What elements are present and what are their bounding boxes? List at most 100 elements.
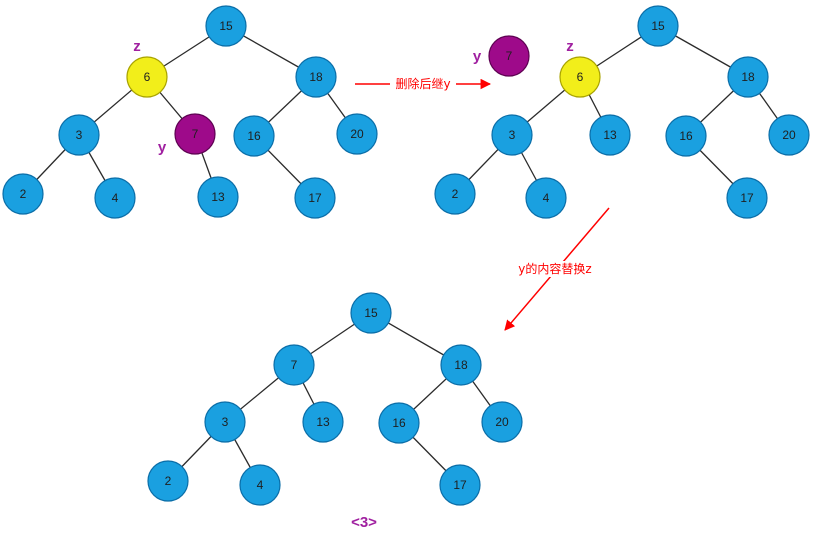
- node-label: 4: [257, 478, 264, 492]
- tree-node: 17: [439, 464, 481, 506]
- tree-node: 2: [434, 173, 476, 215]
- node-circle: [589, 114, 631, 156]
- node-circle: [525, 177, 567, 219]
- tree-before: 15 6 18 3 7 16 20 2: [2, 5, 378, 219]
- node-circle: [233, 115, 275, 157]
- z-marker: z: [133, 38, 141, 55]
- node-circle: [58, 114, 100, 156]
- y-node-circle: [174, 113, 216, 155]
- tree-node: 18: [295, 56, 337, 98]
- tree-result-edges: [167, 312, 503, 486]
- node-label: 17: [453, 478, 467, 492]
- node-label: 7: [192, 127, 199, 141]
- node-label: 4: [112, 191, 119, 205]
- tree-node: 15: [205, 5, 247, 47]
- tree-after-delete: 7 y z 15 6 18 3 13 16 20: [434, 5, 810, 219]
- node-circle: [205, 5, 247, 47]
- node-label: 7: [506, 49, 513, 63]
- tree-node: 18: [440, 344, 482, 386]
- tree-node: 4: [94, 177, 136, 219]
- node-circle: [350, 292, 392, 334]
- tree-node: 17: [726, 177, 768, 219]
- tree-node: 2: [2, 173, 44, 215]
- tree-node: 3: [204, 401, 246, 443]
- tree-node: 4: [239, 464, 281, 506]
- node-label: 17: [740, 191, 754, 205]
- replace-content-label: y的内容替换z: [518, 261, 591, 276]
- node-label: 6: [577, 70, 584, 84]
- tree-node: 16: [378, 402, 420, 444]
- node-label: 15: [364, 306, 378, 320]
- tree-result: 15 7 18 3 13 16 20 2: [147, 292, 523, 506]
- node-circle: [273, 344, 315, 386]
- node-circle: [481, 401, 523, 443]
- tree-node: 15: [350, 292, 392, 334]
- node-label: 3: [76, 128, 83, 142]
- node-circle: [2, 173, 44, 215]
- node-label: 16: [247, 129, 261, 143]
- tree-node: 2: [147, 460, 189, 502]
- tree-node: 15: [637, 5, 679, 47]
- node-circle: [239, 464, 281, 506]
- node-circle: [726, 177, 768, 219]
- node-label: 18: [454, 358, 468, 372]
- node-circle: [294, 177, 336, 219]
- node-circle: [94, 177, 136, 219]
- tree-node: 20: [481, 401, 523, 443]
- tree-node: 13: [589, 114, 631, 156]
- replace-content-arrow: y的内容替换z: [504, 207, 610, 331]
- y-marker: y: [158, 139, 167, 156]
- removed-y-node: 7: [488, 35, 530, 77]
- z-node: 6: [559, 56, 601, 98]
- y-node: 7: [174, 113, 216, 155]
- node-label: 3: [509, 128, 516, 142]
- node-circle: [147, 460, 189, 502]
- z-node: 6: [126, 56, 168, 98]
- tree-node: 20: [768, 114, 810, 156]
- node-circle: [768, 114, 810, 156]
- node-label: 2: [165, 474, 172, 488]
- node-label: 4: [543, 191, 550, 205]
- node-circle: [434, 173, 476, 215]
- node-circle: [295, 56, 337, 98]
- node-label: 7: [291, 358, 298, 372]
- node-label: 20: [782, 128, 796, 142]
- node-label: 13: [316, 415, 330, 429]
- node-label: 2: [452, 187, 459, 201]
- node-label: 6: [144, 70, 151, 84]
- y-node-circle: [488, 35, 530, 77]
- node-label: 3: [222, 415, 229, 429]
- node-label: 16: [392, 416, 406, 430]
- tree-node: 3: [491, 114, 533, 156]
- node-label: 13: [603, 128, 617, 142]
- step-label: <3>: [351, 514, 377, 531]
- delete-successor-arrow: 删除后继y: [355, 76, 492, 92]
- node-circle: [665, 115, 707, 157]
- tree-node: 20: [336, 113, 378, 155]
- node-circle: [204, 401, 246, 443]
- tree-node: 7: [273, 344, 315, 386]
- node-label: 18: [309, 70, 323, 84]
- node-label: 20: [495, 415, 509, 429]
- tree-before-edges: [22, 25, 358, 199]
- tree-node: 13: [197, 176, 239, 218]
- node-circle: [302, 401, 344, 443]
- tree-node: 13: [302, 401, 344, 443]
- node-label: 18: [741, 70, 755, 84]
- node-label: 20: [350, 127, 364, 141]
- node-label: 16: [679, 129, 693, 143]
- z-marker: z: [566, 38, 574, 55]
- node-circle: [336, 113, 378, 155]
- tree-node: 17: [294, 177, 336, 219]
- node-label: 17: [308, 191, 322, 205]
- node-label: 2: [20, 187, 27, 201]
- node-circle: [439, 464, 481, 506]
- node-circle: [440, 344, 482, 386]
- node-circle: [378, 402, 420, 444]
- node-label: 15: [651, 19, 665, 33]
- arrow-label-bg: [390, 76, 456, 92]
- node-circle: [637, 5, 679, 47]
- z-node-circle: [559, 56, 601, 98]
